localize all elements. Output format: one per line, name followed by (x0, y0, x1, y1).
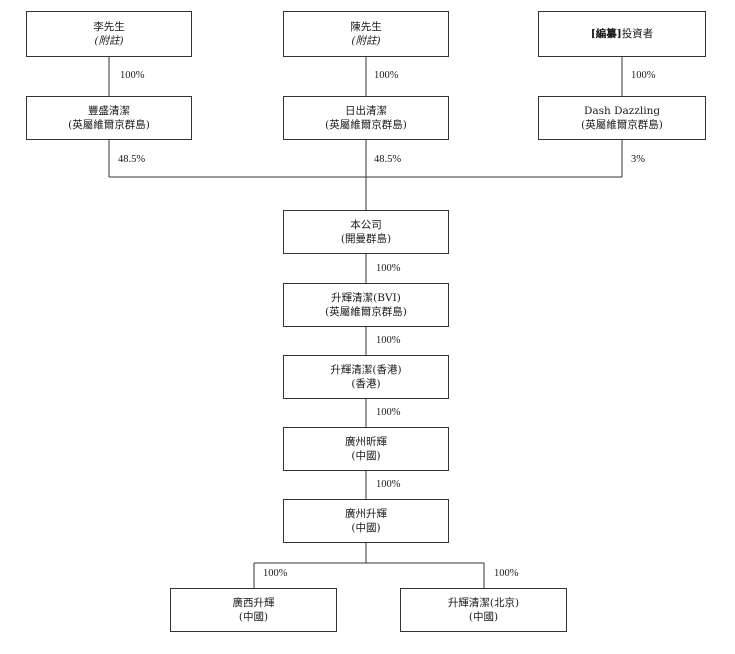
node-company: 本公司 (開曼群島) (283, 210, 449, 254)
pct-li-fengsheng: 100% (120, 70, 145, 81)
node-li-note: (附註) (94, 35, 124, 47)
node-bvi-jurisdiction: (英屬維爾京群島) (325, 306, 407, 318)
node-bj: 升輝清潔(北京) (中國) (400, 588, 567, 632)
node-richu: 日出清潔 (英屬維爾京群島) (283, 96, 449, 140)
node-investor-name: 投資者 (621, 28, 654, 40)
node-fengsheng: 豐盛清潔 (英屬維爾京群島) (26, 96, 192, 140)
pct-gzsh-gxsh: 100% (263, 568, 288, 579)
node-chen: 陳先生 (附註) (283, 11, 449, 57)
node-chen-name: 陳先生 (350, 21, 382, 33)
node-xinhui: 廣州昕輝 (中國) (283, 427, 449, 471)
node-gzsh-name: 廣州升輝 (345, 508, 387, 520)
node-investor-redacted: [編纂] (590, 28, 622, 40)
node-gzsh: 廣州升輝 (中國) (283, 499, 449, 543)
node-richu-name: 日出清潔 (345, 105, 387, 117)
pct-company-bvi: 100% (376, 263, 401, 274)
node-dash: Dash Dazzling (英屬維爾京群島) (538, 96, 706, 140)
pct-dash-company: 3% (631, 154, 645, 165)
node-li-name: 李先生 (93, 21, 125, 33)
node-richu-jurisdiction: (英屬維爾京群島) (325, 119, 407, 131)
node-xinhui-jurisdiction: (中國) (351, 450, 381, 462)
node-bvi: 升輝清潔(BVI) (英屬維爾京群島) (283, 283, 449, 327)
pct-bvi-hk: 100% (376, 335, 401, 346)
node-li: 李先生 (附註) (26, 11, 192, 57)
node-fengsheng-name: 豐盛清潔 (88, 105, 130, 117)
node-gzsh-jurisdiction: (中國) (351, 522, 381, 534)
pct-fengsheng-company: 48.5% (118, 154, 146, 165)
node-fengsheng-jurisdiction: (英屬維爾京群島) (68, 119, 150, 131)
node-company-name: 本公司 (350, 219, 382, 231)
node-gxsh-name: 廣西升輝 (232, 597, 275, 609)
node-dash-name: Dash Dazzling (583, 105, 661, 117)
node-bvi-name: 升輝清潔(BVI) (331, 292, 401, 304)
node-gxsh-jurisdiction: (中國) (238, 611, 269, 623)
pct-gzsh-bj: 100% (494, 568, 519, 579)
node-hk-name: 升輝清潔(香港) (330, 364, 402, 376)
node-xinhui-name: 廣州昕輝 (345, 436, 387, 448)
node-hk: 升輝清潔(香港) (香港) (283, 355, 449, 399)
pct-richu-company: 48.5% (374, 154, 402, 165)
pct-chen-richu: 100% (374, 70, 399, 81)
node-gxsh: 廣西升輝 (中國) (170, 588, 337, 632)
node-hk-jurisdiction: (香港) (351, 378, 381, 390)
node-bj-name: 升輝清潔(北京) (447, 597, 520, 609)
pct-investor-dash: 100% (631, 70, 656, 81)
node-investor: [編纂]投資者 (538, 11, 706, 57)
pct-hk-xinhui: 100% (376, 407, 401, 418)
node-company-jurisdiction: (開曼群島) (340, 233, 392, 245)
node-dash-jurisdiction: (英屬維爾京群島) (581, 119, 663, 131)
pct-xinhui-gzsh: 100% (376, 479, 401, 490)
node-chen-note: (附註) (351, 35, 381, 47)
node-bj-jurisdiction: (中國) (468, 611, 499, 623)
